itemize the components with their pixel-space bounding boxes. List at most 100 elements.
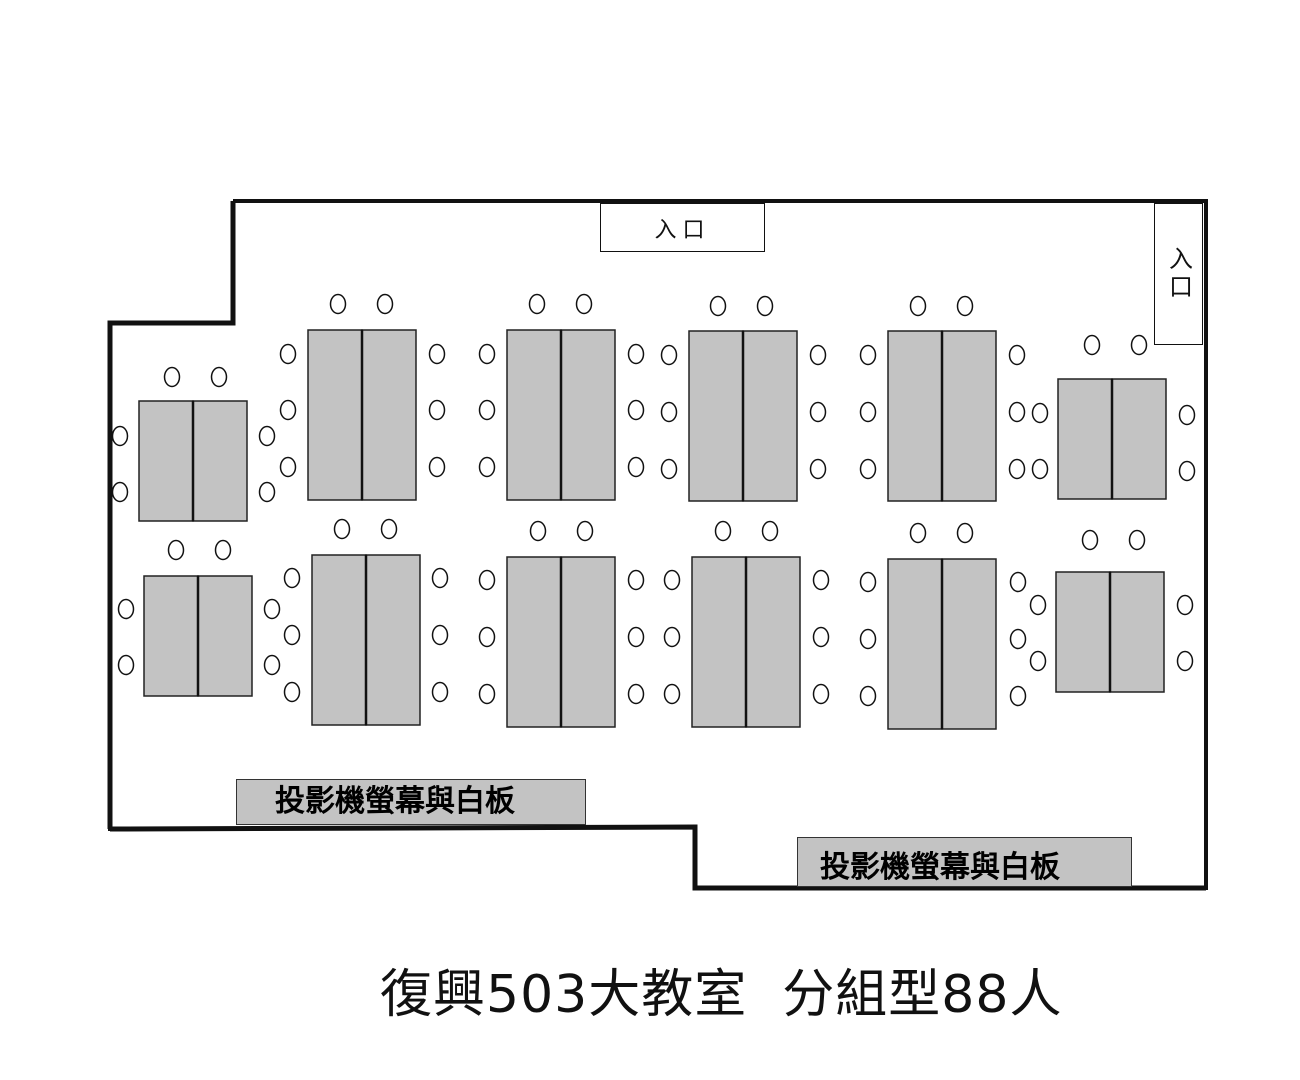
chair-icon <box>663 626 681 648</box>
table-icon <box>506 556 562 728</box>
table-icon <box>691 556 747 728</box>
chair-icon <box>1178 460 1196 482</box>
table-icon <box>1111 378 1167 500</box>
table-icon <box>560 556 616 728</box>
chair-icon <box>627 456 645 478</box>
chair-icon <box>478 683 496 705</box>
chair-icon <box>956 522 974 544</box>
chair-icon <box>478 456 496 478</box>
chair-icon <box>859 685 877 707</box>
table-icon <box>887 330 943 502</box>
chair-icon <box>859 401 877 423</box>
table-icon <box>742 330 798 502</box>
chair-icon <box>809 458 827 480</box>
chair-icon <box>627 399 645 421</box>
chair-icon <box>258 425 276 447</box>
board-right-label: 投影機螢幕與白板 <box>820 850 1060 885</box>
table-icon <box>1057 378 1113 500</box>
chair-icon <box>111 481 129 503</box>
chair-icon <box>909 295 927 317</box>
chair-icon <box>627 626 645 648</box>
chair-icon <box>1178 404 1196 426</box>
entrance-top[interactable]: 入口 <box>600 203 765 252</box>
chair-icon <box>627 343 645 365</box>
table-icon <box>941 558 997 730</box>
chair-icon <box>478 569 496 591</box>
chair-icon <box>163 366 181 388</box>
chair-icon <box>1009 628 1027 650</box>
chair-icon <box>1031 402 1049 424</box>
table-icon <box>361 329 417 501</box>
chair-icon <box>263 598 281 620</box>
table-icon <box>307 329 363 501</box>
table-icon <box>197 575 253 697</box>
room-walls <box>107 199 1208 891</box>
chair-icon <box>1029 650 1047 672</box>
entrance-side[interactable]: 入口 <box>1154 203 1203 345</box>
chair-icon <box>1176 650 1194 672</box>
wall-thick-left <box>107 201 236 829</box>
chair-icon <box>478 343 496 365</box>
chair-icon <box>756 295 774 317</box>
room-caption: 復興503大教室 分組型88人 <box>380 965 1063 1025</box>
chair-icon <box>279 399 297 421</box>
chair-icon <box>812 626 830 648</box>
chair-icon <box>1031 458 1049 480</box>
chair-icon <box>111 425 129 447</box>
table-icon <box>143 575 199 697</box>
wall-thick-bottom <box>109 824 1206 891</box>
chair-icon <box>1081 529 1099 551</box>
table-icon <box>1055 571 1111 693</box>
chair-icon <box>660 401 678 423</box>
chair-icon <box>279 456 297 478</box>
chair-icon <box>279 343 297 365</box>
chair-icon <box>1029 594 1047 616</box>
chair-icon <box>380 518 398 540</box>
chair-icon <box>956 295 974 317</box>
chair-icon <box>1176 594 1194 616</box>
chair-icon <box>1130 334 1148 356</box>
chair-icon <box>627 683 645 705</box>
table-icon <box>365 554 421 726</box>
chair-icon <box>1009 685 1027 707</box>
chair-icon <box>167 539 185 561</box>
chair-icon <box>812 569 830 591</box>
chair-icon <box>809 344 827 366</box>
board-left-label: 投影機螢幕與白板 <box>275 784 515 819</box>
table-icon <box>311 554 367 726</box>
entrance-top-label: 入口 <box>654 217 711 243</box>
chair-icon <box>478 399 496 421</box>
chair-icon <box>528 293 546 315</box>
chair-icon <box>529 520 547 542</box>
table-icon <box>506 329 562 501</box>
chair-icon <box>428 343 446 365</box>
chair-icon <box>258 481 276 503</box>
chair-icon <box>1008 344 1026 366</box>
chair-icon <box>283 681 301 703</box>
chair-icon <box>283 624 301 646</box>
chair-icon <box>478 626 496 648</box>
chairs-layer <box>111 293 1196 707</box>
chair-icon <box>627 569 645 591</box>
chair-icon <box>809 401 827 423</box>
chair-icon <box>210 366 228 388</box>
chair-icon <box>117 654 135 676</box>
chair-icon <box>576 520 594 542</box>
chair-icon <box>575 293 593 315</box>
chair-icon <box>428 456 446 478</box>
tables-layer <box>138 329 1167 730</box>
chair-icon <box>431 567 449 589</box>
chair-icon <box>214 539 232 561</box>
projector-screen-whiteboard-left: 投影機螢幕與白板 <box>236 779 586 825</box>
table-icon <box>887 558 943 730</box>
table-icon <box>745 556 801 728</box>
chair-icon <box>263 654 281 676</box>
chair-icon <box>329 293 347 315</box>
chair-icon <box>283 567 301 589</box>
chair-icon <box>714 520 732 542</box>
table-icon <box>192 400 248 522</box>
entrance-side-label: 入口 <box>1164 246 1193 302</box>
chair-icon <box>909 522 927 544</box>
chair-icon <box>376 293 394 315</box>
